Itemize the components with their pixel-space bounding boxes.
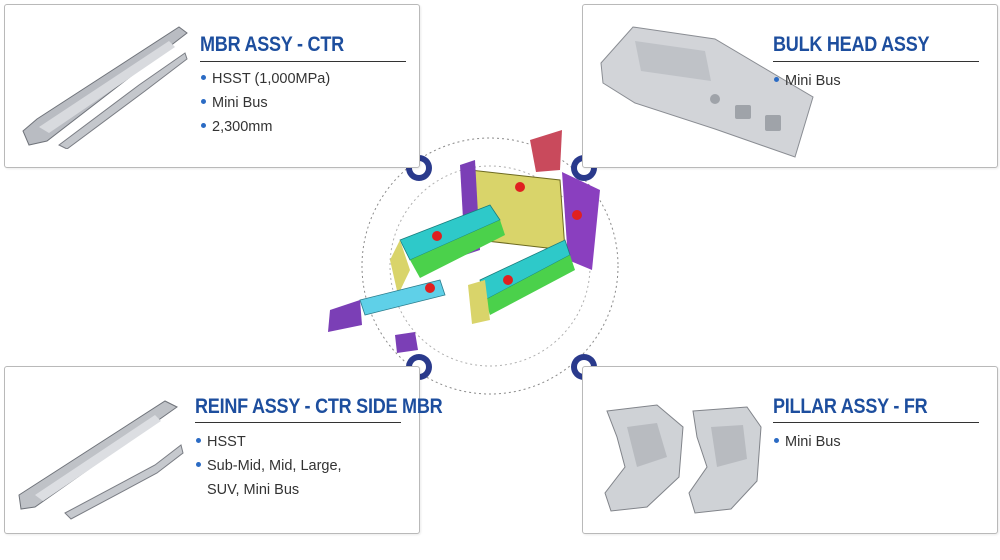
pillar-assy-part-image: [604, 404, 762, 514]
marker-bulkhead: [515, 182, 525, 192]
reinf-right-part: [485, 255, 575, 315]
bulk-head-assy-bullets: Mini Bus: [773, 69, 841, 93]
pillar-assy-title: PILLAR ASSY - FR: [773, 395, 928, 418]
bulk-head-assy-title: BULK HEAD ASSY: [773, 33, 930, 56]
pillar-assy-title-rule: [773, 422, 979, 423]
bulk-head-assy-title-rule: [773, 61, 979, 62]
marker-mbr: [432, 231, 442, 241]
bullet-item: HSST: [195, 430, 342, 454]
reinf-assy-title-rule: [195, 422, 401, 423]
bullet-item: 2,300mm: [200, 115, 330, 139]
mbr-assy-title-rule: [200, 61, 406, 62]
top-bracket-part: [530, 130, 562, 172]
bullet-continuation: SUV, Mini Bus: [207, 482, 300, 498]
pillar-assy-card: PILLAR ASSY - FR Mini Bus: [582, 366, 998, 534]
pillar-assy-bullets: Mini Bus: [773, 430, 841, 454]
marker-center: [503, 275, 513, 285]
reinf-assy-card: REINF ASSY - CTR SIDE MBR HSST Sub-Mid, …: [4, 366, 443, 534]
bulk-head-assy-part-image: [600, 26, 814, 158]
mbr-assy-title: MBR ASSY - CTR: [200, 33, 344, 56]
mbr-assy-bullets: HSST (1,000MPa) Mini Bus 2,300mm: [200, 67, 330, 139]
bullet-item: Mini Bus: [773, 69, 841, 93]
front-cross-member-part: [359, 279, 446, 316]
bullet-item: Sub-Mid, Mid, Large,: [195, 454, 342, 478]
front-left-bracket-part: [328, 300, 362, 332]
bullet-item: Mini Bus: [773, 430, 841, 454]
reinf-assy-part-image: [18, 400, 184, 520]
pillar-right-part: [562, 172, 600, 270]
bullet-item: HSST (1,000MPa): [200, 67, 330, 91]
reinf-left-part: [410, 220, 505, 278]
vehicle-frame-assembly-diagram: [328, 130, 619, 395]
marker-reinf: [425, 283, 435, 293]
bullet-item: Mini Bus: [200, 91, 330, 115]
reinf-assy-title: REINF ASSY - CTR SIDE MBR: [195, 395, 443, 418]
lower-bracket-part: [395, 332, 418, 353]
front-pillar-left-part: [390, 240, 410, 295]
front-right-bracket-part: [468, 280, 490, 324]
mbr-assy-part-image: [22, 26, 188, 149]
mbr-assy-card: MBR ASSY - CTR HSST (1,000MPa) Mini Bus …: [4, 4, 420, 168]
outer-dashed-orbit: [361, 137, 619, 395]
bulk-head-assy-card: BULK HEAD ASSY Mini Bus: [582, 4, 998, 168]
marker-pillar: [572, 210, 582, 220]
reinf-assy-bullets: HSST Sub-Mid, Mid, Large, SUV, Mini Bus: [195, 430, 342, 502]
